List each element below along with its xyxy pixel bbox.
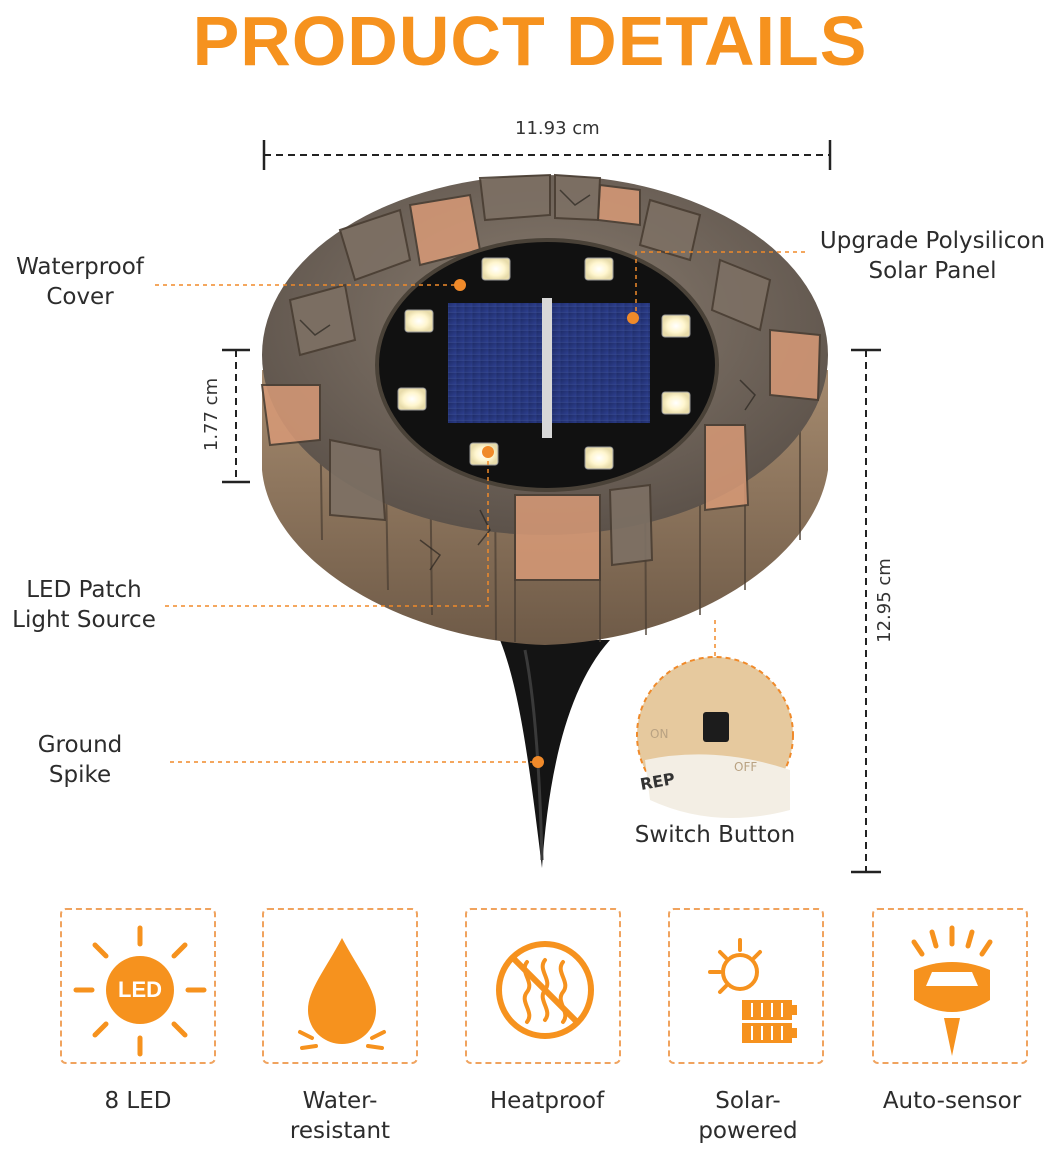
feature-box-water <box>262 908 418 1064</box>
width-dimension-label: 11.93 cm <box>515 118 600 139</box>
feature-label-line-1: Solar- <box>715 1088 781 1114</box>
feature-label-led: 8 LED <box>104 1088 172 1114</box>
feature-label-water: Water- resistant <box>240 1086 440 1146</box>
callout-line-1: Ground <box>37 732 123 758</box>
led-sun-icon <box>73 925 207 1057</box>
callout-ground-spike: Ground Spike <box>15 730 145 790</box>
switch-off-label: OFF <box>734 760 758 774</box>
callout-line-2: Light Source <box>12 607 156 633</box>
page-title: PRODUCT DETAILS <box>192 2 868 80</box>
feature-label-heatproof: Heatproof <box>489 1088 605 1114</box>
led-badge-text: LED <box>118 977 162 1002</box>
thickness-dimension-label: 1.77 cm <box>201 377 223 452</box>
water-drop-icon <box>298 938 386 1050</box>
callout-line-2: Solar Panel <box>868 258 997 284</box>
callout-solar-panel: Upgrade Polysilicon Solar Panel <box>805 226 1060 286</box>
callout-waterproof-cover: Waterproof Cover <box>5 252 155 312</box>
callout-led-patch: LED Patch Light Source <box>4 575 164 635</box>
callout-line-1: Waterproof <box>16 254 144 280</box>
ground-spike-shape <box>500 640 610 868</box>
solar-battery-icon <box>708 938 797 1043</box>
feature-label-line-1: Water- <box>302 1088 378 1114</box>
callout-line-2: Spike <box>48 762 112 788</box>
callout-line-1: Upgrade Polysilicon <box>819 228 1046 254</box>
feature-label-line-2: powered <box>698 1118 798 1144</box>
height-dimension-line <box>851 348 881 874</box>
feature-box-sensor <box>872 908 1028 1064</box>
feature-box-solar <box>668 908 824 1064</box>
switch-inset <box>636 656 794 818</box>
callout-line-1: LED Patch <box>26 577 142 603</box>
feature-box-led: LED <box>60 908 216 1064</box>
feature-label-sensor: Auto-sensor <box>882 1088 1022 1114</box>
auto-sensor-icon <box>911 925 993 1056</box>
heatproof-icon <box>496 941 594 1039</box>
callout-line-2: Cover <box>46 284 114 310</box>
feature-label-line-2: resistant <box>289 1118 391 1144</box>
feature-label-solar: Solar- powered <box>648 1086 848 1146</box>
callout-leaders <box>155 251 805 763</box>
width-dimension-line <box>262 140 832 170</box>
feature-box-heatproof <box>465 908 621 1064</box>
callout-switch-button: Switch Button <box>634 822 796 848</box>
product-illustration <box>155 140 881 874</box>
switch-on-label: ON <box>650 727 669 741</box>
height-dimension-label: 12.95 cm <box>873 558 895 643</box>
thickness-dimension-line <box>222 348 250 484</box>
